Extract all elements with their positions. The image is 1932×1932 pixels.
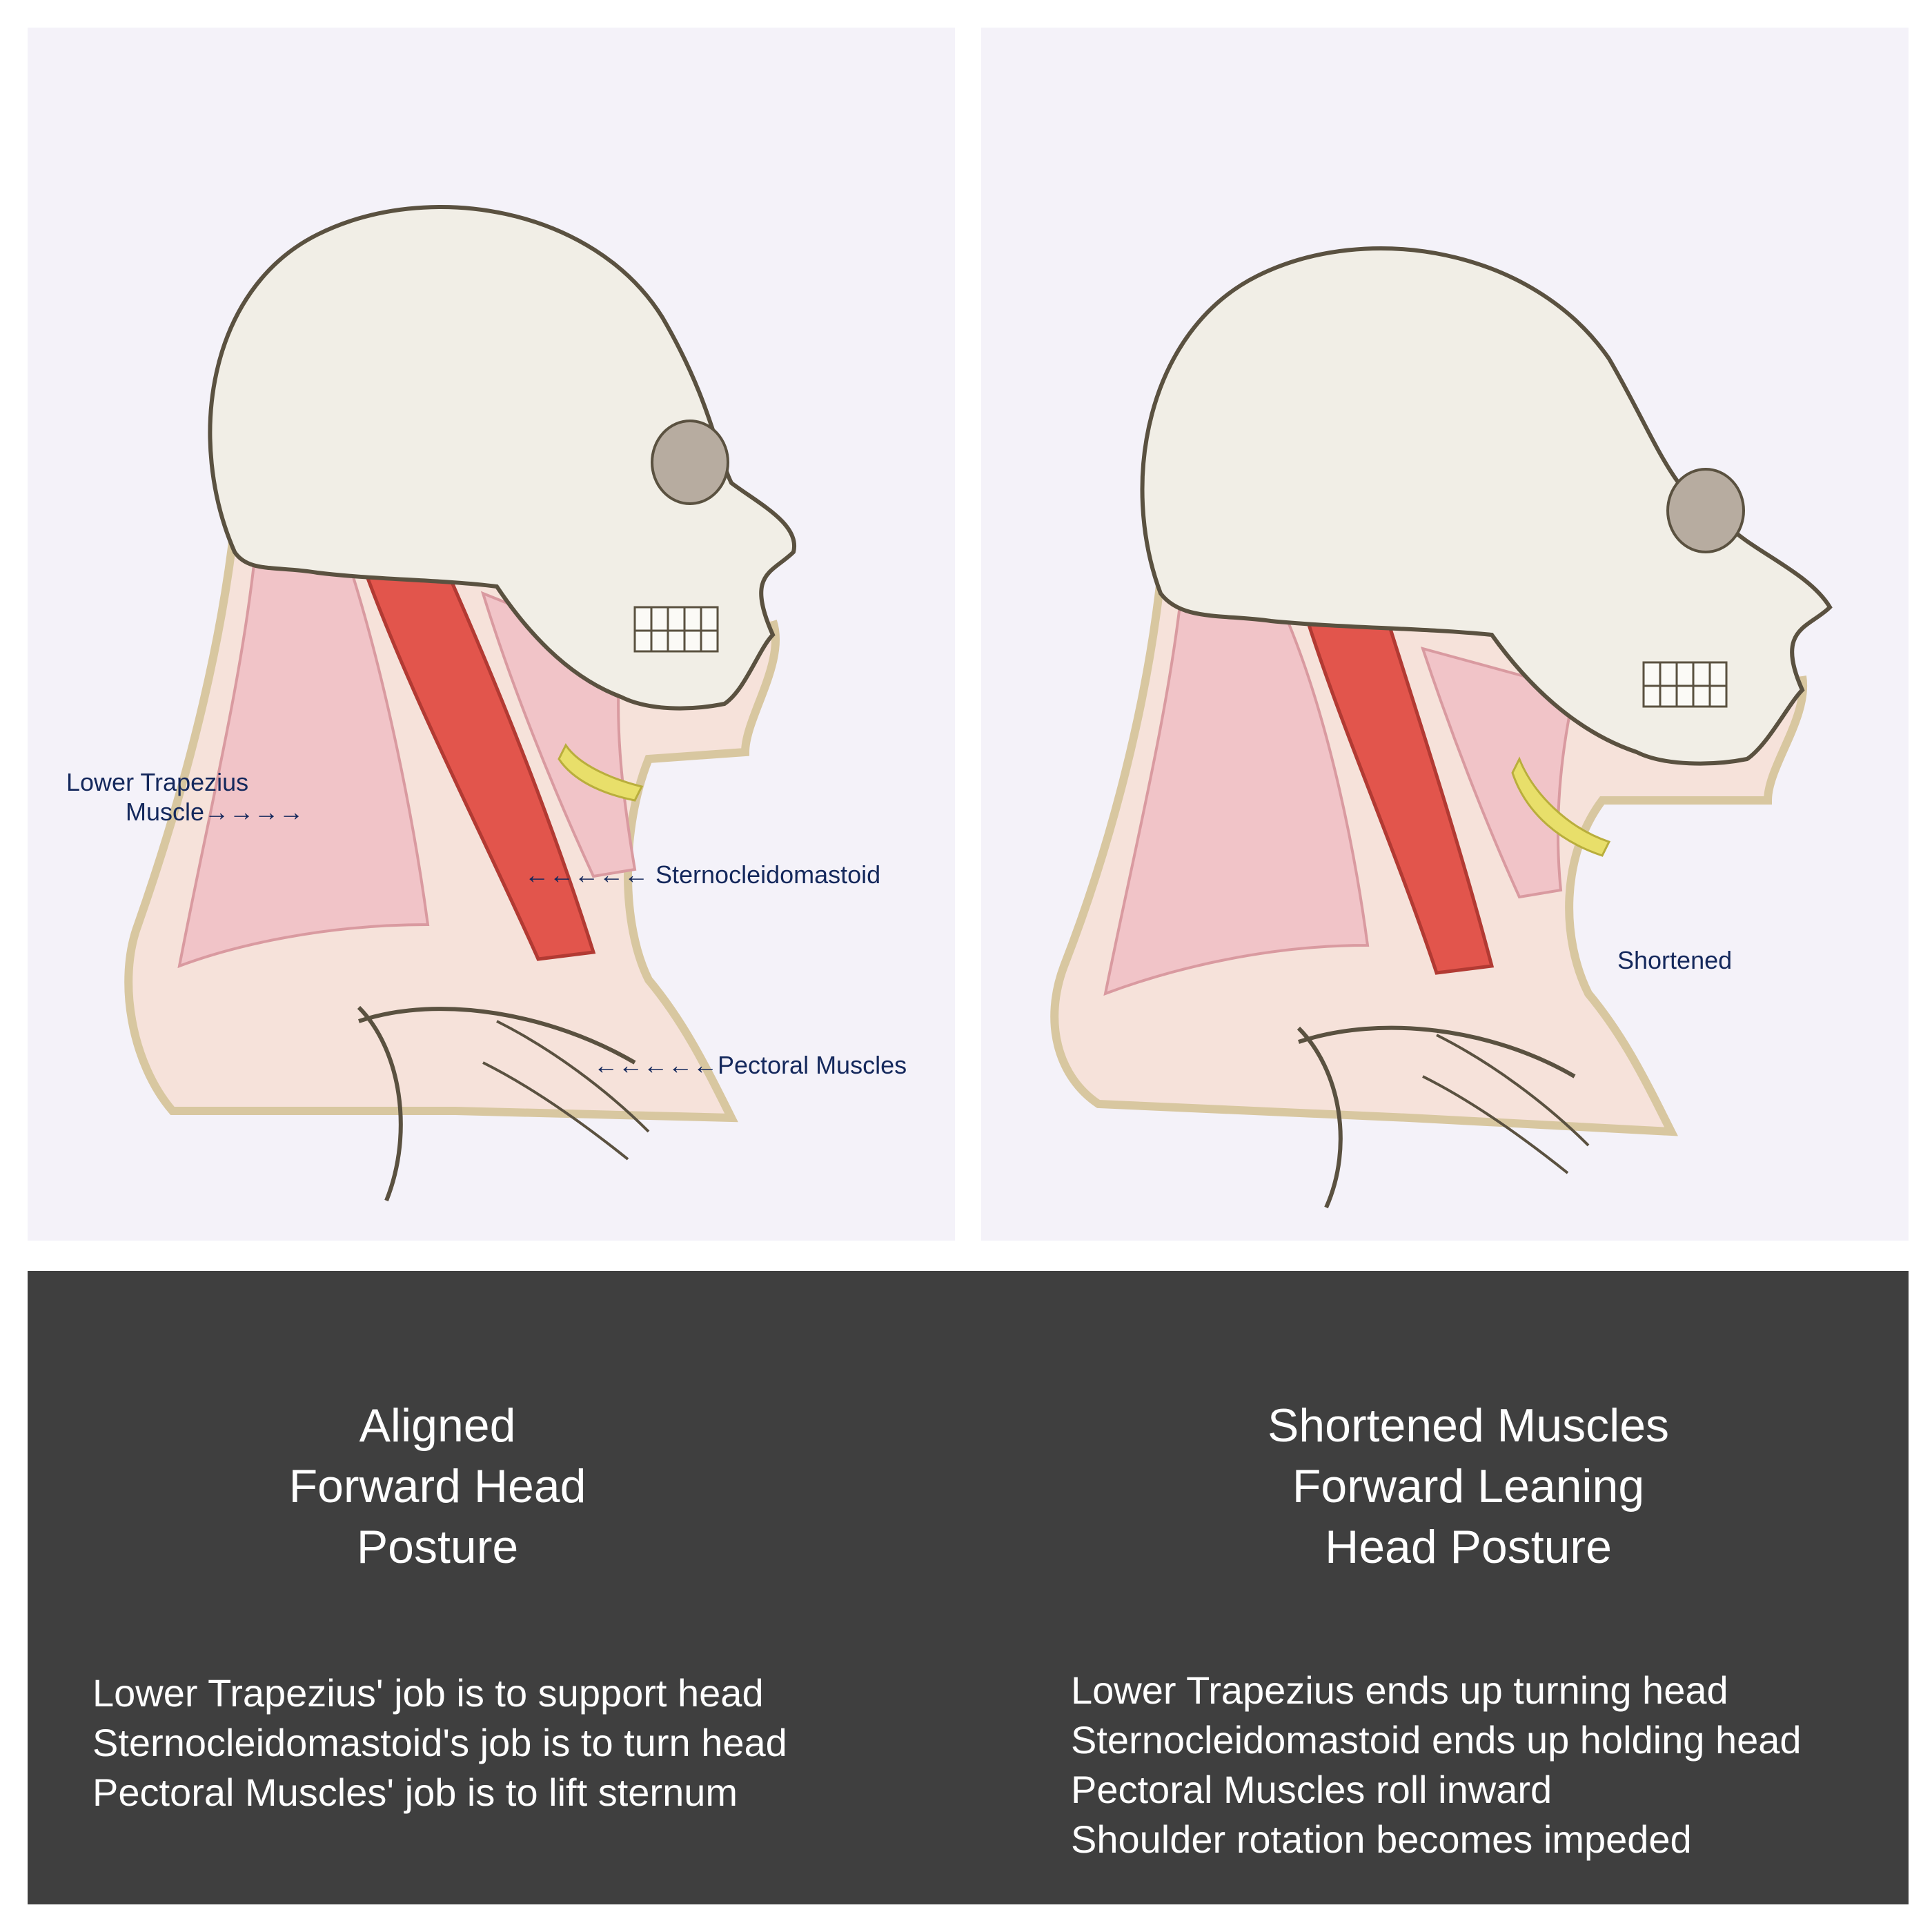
rib (496, 1020, 650, 1133)
skull (1140, 246, 1833, 766)
label-sternocleidomastoid: ←←←←← Sternocleidomastoid (524, 860, 881, 889)
teeth (1642, 661, 1728, 708)
caption-bar: Aligned Forward Head Posture Lower Trape… (28, 1271, 1909, 1904)
clavicle (358, 1007, 636, 1065)
rib (1436, 1034, 1590, 1147)
caption-title-aligned: Aligned Forward Head Posture (288, 1399, 586, 1573)
arrow-left-icon: ←←←←← (593, 1051, 718, 1079)
caption-description-shortened: Lower Trapezius ends up turning head Ste… (1071, 1668, 1802, 1861)
front-neck-muscles (1420, 647, 1577, 899)
label-lower-trapezius: Lower Trapezius Muscle→→→→ (66, 768, 304, 827)
sternocleidomastoid-muscle (1303, 598, 1495, 975)
eye-socket (651, 420, 729, 505)
clavicle (1298, 1025, 1576, 1078)
rib (1422, 1075, 1569, 1174)
hyoid-bone (558, 743, 644, 802)
anatomy-drawing-aligned (124, 205, 797, 1202)
label-pectoral-muscles: ←←←←←Pectoral Muscles (593, 1051, 907, 1079)
trapezius-muscle (177, 550, 430, 969)
teeth (633, 606, 719, 653)
caption-title-shortened: Shortened Muscles Forward Leaning Head P… (1267, 1399, 1670, 1573)
caption-description-aligned: Lower Trapezius' job is to support head … (92, 1671, 787, 1814)
trapezius-muscle (1103, 591, 1370, 996)
hyoid-bone (1511, 756, 1611, 857)
illustration-shortened: Shortened (981, 28, 1909, 1241)
sternocleidomastoid-muscle (363, 557, 596, 961)
shoulder-bone (1297, 1026, 1343, 1209)
shoulder-bone (357, 1005, 403, 1202)
label-shortened: Shortened (1617, 946, 1733, 974)
eye-socket (1666, 468, 1745, 553)
skull (208, 205, 797, 711)
anatomy-drawing-shortened (1050, 246, 1833, 1209)
arrow-right-icon: →→→→ (204, 798, 304, 827)
rib (482, 1061, 629, 1161)
illustration-aligned: Lower Trapezius Muscle→→→→ ←←←←← Sternoc… (28, 28, 955, 1241)
arrow-left-icon: ←←←←← (524, 860, 656, 889)
